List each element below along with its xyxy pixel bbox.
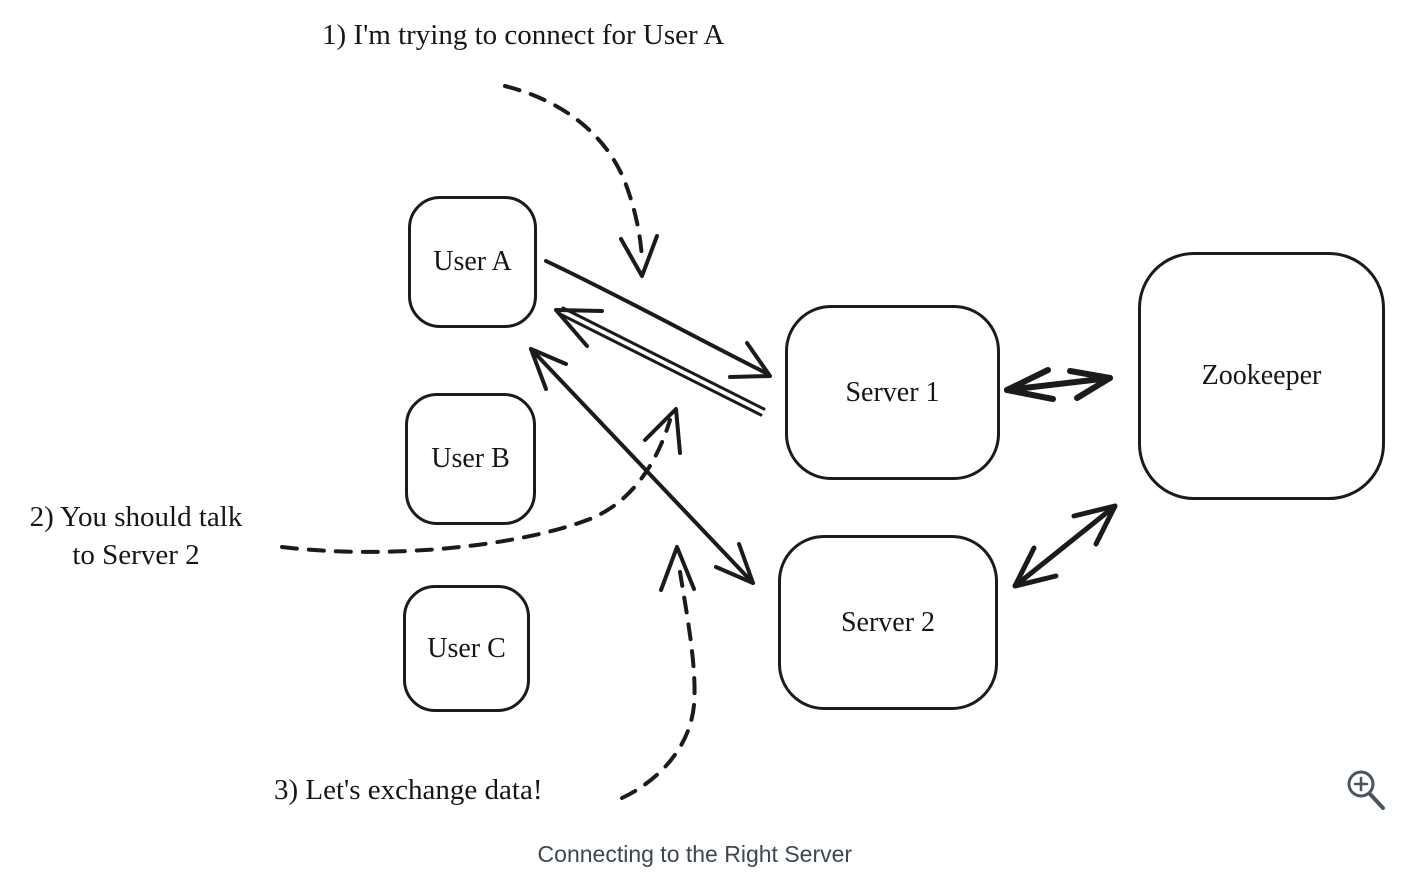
node-zookeeper: Zookeeper [1138,252,1385,500]
dashed-arrow-step2 [280,407,682,554]
arrow-server-2-zookeeper [1012,503,1118,589]
annotation-step3: 3) Let's exchange data! [274,774,543,806]
node-server-1-label: Server 1 [845,376,940,408]
zoom-in-icon[interactable] [1342,766,1390,816]
dashed-arrow-step3 [620,545,697,800]
arrow-server-1-zookeeper [1004,367,1113,402]
node-server-2: Server 2 [778,535,998,710]
annotation-step2-line2: to Server 2 [72,539,200,571]
node-server-1: Server 1 [785,305,1000,480]
annotation-step1: 1) I'm trying to connect for User A [322,19,725,51]
node-user-a: User A [408,196,537,328]
dashed-arrow-step1 [503,84,659,278]
annotation-step2: 2) You should talk to Server 2 [25,498,247,574]
node-user-c: User C [403,585,530,712]
node-user-b: User B [405,393,536,525]
node-user-c-label: User C [427,632,506,664]
arrow-user-a-to-server-1 [544,259,772,379]
node-user-a-label: User A [433,246,512,277]
annotation-step2-line1: 2) You should talk [29,501,243,533]
diagram-caption: Connecting to the Right Server [537,841,853,867]
node-server-2-label: Server 2 [840,606,936,638]
arrow-user-a-server-2 [529,347,755,585]
node-user-b-label: User B [431,443,510,474]
arrow-server-1-to-user-a [554,306,766,417]
node-zookeeper-label: Zookeeper [1201,360,1322,391]
